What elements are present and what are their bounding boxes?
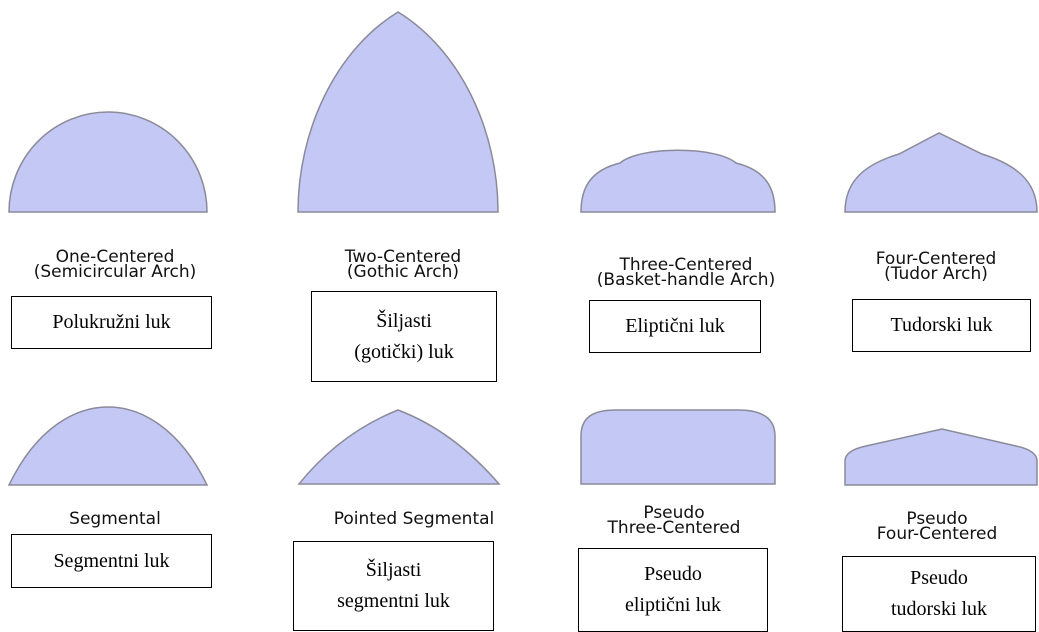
english-label-line: (Semicircular Arch) [34,265,197,280]
croatian-label-line: Segmentni luk [53,546,169,577]
pointed-segmental-arch-shape [298,408,502,486]
english-label-line: Three-Centered [608,521,741,536]
english-label-pseudo-four-centered: Pseudo Four-Centered [877,512,997,542]
croatian-label-line: Pseudo [910,563,968,594]
croatian-label-box-tudorski: Tudorski luk [852,299,1031,352]
croatian-label-box-siljasti-goticki: Šiljasti (gotički) luk [311,291,497,382]
croatian-label-line: tudorski luk [891,594,987,625]
croatian-label-line: Pseudo [644,559,702,590]
english-label-line: (Basket-handle Arch) [597,273,775,288]
basket-handle-arch-shape [580,136,776,214]
croatian-label-line: segmentni luk [337,586,450,617]
croatian-label-box-pseudo-tudorski: Pseudo tudorski luk [842,556,1036,632]
english-label-one-centered: One-Centered (Semicircular Arch) [34,250,197,280]
tudor-arch-shape [844,130,1039,214]
croatian-label-box-segmentni: Segmentni luk [11,534,212,588]
english-label-two-centered: Two-Centered (Gothic Arch) [345,250,461,280]
english-label-three-centered: Three-Centered (Basket-handle Arch) [597,258,775,288]
croatian-label-line: Eliptični luk [625,311,724,342]
croatian-label-line: eliptični luk [625,590,721,621]
english-label-pointed-segmental: Pointed Segmental [334,512,495,527]
gothic-arch-shape [296,10,500,214]
croatian-label-box-siljasti-segmentni: Šiljasti segmentni luk [293,541,494,631]
english-label-segmental: Segmental [69,512,161,527]
english-label-line: Segmental [69,512,161,527]
croatian-label-line: Šiljasti [366,555,422,586]
english-label-line: Pointed Segmental [334,512,495,527]
croatian-label-box-elipticni: Eliptični luk [589,300,761,353]
english-label-line: (Gothic Arch) [345,265,461,280]
english-label-four-centered: Four-Centered (Tudor Arch) [876,252,996,282]
english-label-line: Four-Centered [877,527,997,542]
croatian-label-box-polukruzni: Polukružni luk [11,296,212,349]
croatian-label-line: (gotički) luk [354,337,453,368]
croatian-label-line: Šiljasti [376,306,432,337]
pseudo-three-centered-arch-shape [580,406,776,486]
croatian-label-line: Tudorski luk [890,310,992,341]
pseudo-four-centered-arch-shape [844,427,1039,487]
segmental-arch-shape [8,405,208,487]
croatian-label-box-pseudo-elipticni: Pseudo eliptični luk [578,548,768,632]
semicircular-arch-shape [8,88,208,214]
croatian-label-line: Polukružni luk [52,307,170,338]
english-label-pseudo-three-centered: Pseudo Three-Centered [608,506,741,536]
english-label-line: (Tudor Arch) [876,267,996,282]
